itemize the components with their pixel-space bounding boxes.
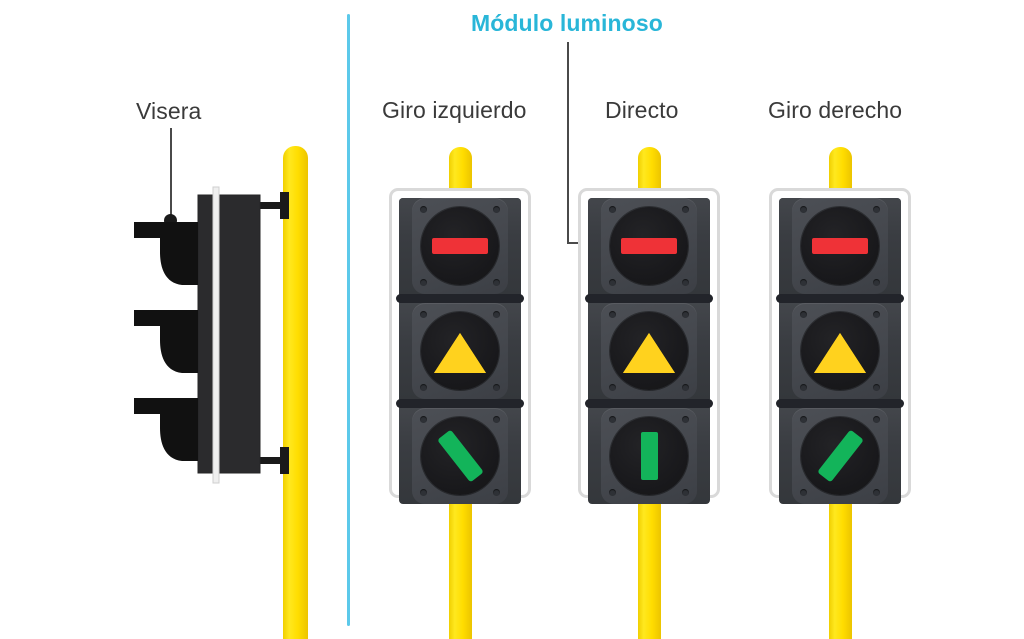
lens — [421, 312, 499, 390]
amber-module[interactable] — [399, 303, 521, 399]
vertical-bar-icon — [640, 432, 658, 480]
section-divider — [347, 14, 350, 626]
module-plate — [792, 408, 888, 504]
front-glass-strip — [212, 186, 220, 484]
traffic-light-label-directo: Directo — [605, 97, 679, 123]
leader-line-modulo-vertical — [567, 42, 569, 244]
traffic-light-giro-izquierdo[interactable] — [389, 188, 531, 504]
traffic-light-directo[interactable] — [578, 188, 720, 504]
module-separator — [396, 399, 524, 408]
screw-icon — [873, 416, 880, 423]
module-plate — [601, 408, 697, 504]
green-module[interactable] — [588, 408, 710, 504]
screw-icon — [873, 489, 880, 496]
screw-icon — [420, 206, 427, 213]
module-plate — [412, 408, 508, 504]
triangle-up-icon — [814, 333, 866, 373]
screw-icon — [873, 279, 880, 286]
module-separator — [776, 294, 904, 303]
lens — [801, 207, 879, 285]
traffic-light-housing — [396, 198, 524, 504]
module-separator — [585, 294, 713, 303]
lens — [610, 417, 688, 495]
horizontal-bar-icon — [432, 238, 488, 254]
screw-icon — [609, 279, 616, 286]
screw-icon — [873, 311, 880, 318]
screw-icon — [800, 311, 807, 318]
screw-icon — [420, 416, 427, 423]
lens — [801, 312, 879, 390]
leader-line-visera — [170, 128, 172, 220]
screw-icon — [493, 206, 500, 213]
screw-icon — [493, 311, 500, 318]
red-module[interactable] — [779, 198, 901, 294]
triangle-up-icon — [434, 333, 486, 373]
module-plate — [412, 198, 508, 294]
screw-icon — [800, 206, 807, 213]
lens — [801, 417, 879, 495]
traffic-light-label-giro-izquierdo: Giro izquierdo — [382, 97, 527, 123]
left-diagonal-arrow-icon — [436, 429, 484, 483]
traffic-light-label-giro-derecho: Giro derecho — [768, 97, 903, 123]
screw-icon — [682, 311, 689, 318]
callout-label-modulo-luminoso: Módulo luminoso — [471, 10, 663, 36]
screw-icon — [682, 489, 689, 496]
screw-icon — [800, 384, 807, 391]
screw-icon — [682, 279, 689, 286]
module-separator — [396, 294, 524, 303]
screw-icon — [609, 311, 616, 318]
screw-icon — [800, 489, 807, 496]
callout-label-visera: Visera — [136, 98, 202, 124]
screw-icon — [420, 384, 427, 391]
right-diagonal-arrow-icon — [816, 429, 864, 483]
lens — [610, 207, 688, 285]
red-module[interactable] — [399, 198, 521, 294]
housing-body — [198, 195, 260, 473]
screw-icon — [609, 206, 616, 213]
lens — [421, 417, 499, 495]
horizontal-bar-icon — [812, 238, 868, 254]
screw-icon — [420, 489, 427, 496]
screw-icon — [493, 416, 500, 423]
pole-side-view — [283, 146, 308, 639]
screw-icon — [420, 311, 427, 318]
screw-icon — [682, 416, 689, 423]
module-plate — [792, 198, 888, 294]
red-module[interactable] — [588, 198, 710, 294]
lens — [421, 207, 499, 285]
traffic-light-housing — [776, 198, 904, 504]
screw-icon — [493, 384, 500, 391]
screw-icon — [493, 489, 500, 496]
screw-icon — [682, 384, 689, 391]
screw-icon — [800, 279, 807, 286]
module-plate — [412, 303, 508, 399]
module-plate — [601, 303, 697, 399]
screw-icon — [609, 489, 616, 496]
screw-icon — [609, 384, 616, 391]
traffic-light-housing — [585, 198, 713, 504]
green-module[interactable] — [399, 408, 521, 504]
lens — [610, 312, 688, 390]
screw-icon — [800, 416, 807, 423]
green-module[interactable] — [779, 408, 901, 504]
module-plate — [601, 198, 697, 294]
visor-profiles — [134, 222, 198, 461]
traffic-light-side-view — [134, 186, 289, 484]
mounting-bracket-group — [248, 192, 289, 474]
screw-icon — [420, 279, 427, 286]
amber-module[interactable] — [588, 303, 710, 399]
horizontal-bar-icon — [621, 238, 677, 254]
triangle-up-icon — [623, 333, 675, 373]
traffic-light-giro-derecho[interactable] — [769, 188, 911, 504]
screw-icon — [493, 279, 500, 286]
module-separator — [585, 399, 713, 408]
screw-icon — [873, 206, 880, 213]
module-separator — [776, 399, 904, 408]
module-plate — [792, 303, 888, 399]
amber-module[interactable] — [779, 303, 901, 399]
screw-icon — [873, 384, 880, 391]
screw-icon — [682, 206, 689, 213]
screw-icon — [609, 416, 616, 423]
